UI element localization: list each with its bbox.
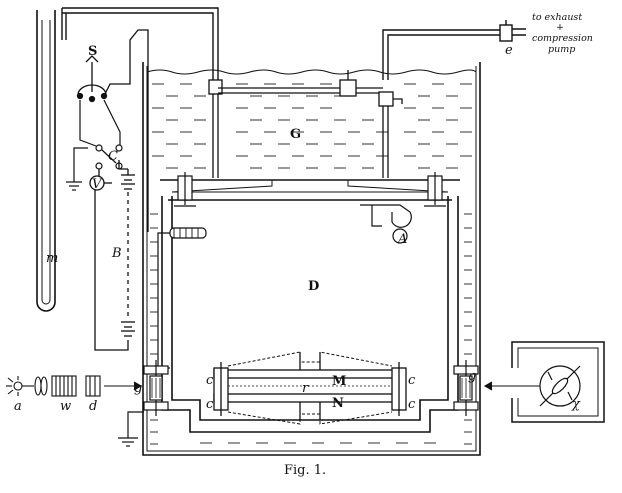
light-beam-arrow xyxy=(104,381,143,391)
label-c: C xyxy=(108,149,118,164)
window-right-g xyxy=(453,360,479,416)
manometer-pipe xyxy=(61,7,219,80)
outer-tank xyxy=(142,62,481,456)
label-d-diaphragm: d xyxy=(89,399,97,414)
switch-lead xyxy=(103,29,149,232)
pump-note-line-2: + xyxy=(556,22,564,33)
label-c-2: c xyxy=(206,397,214,412)
pump-note-line-4: pump xyxy=(548,44,575,55)
light-source-a xyxy=(6,376,34,396)
switch-s xyxy=(76,55,108,103)
label-c-1: c xyxy=(206,373,214,388)
valve-assembly xyxy=(218,70,403,178)
ground-symbol-upper xyxy=(66,147,88,191)
label-g: G xyxy=(290,127,301,142)
label-e: e xyxy=(505,43,513,58)
label-n-plate: N xyxy=(332,396,344,411)
radiation-source-housing xyxy=(511,341,605,423)
diaphragm-d xyxy=(85,375,101,397)
label-m: m xyxy=(46,251,58,266)
water-cell-w xyxy=(51,375,77,397)
label-s: S xyxy=(88,44,97,59)
label-a-drier: A xyxy=(397,232,407,247)
figure-caption: Fig. 1. xyxy=(284,463,326,478)
inner-vessel xyxy=(160,179,460,433)
label-g-left: g xyxy=(134,381,142,396)
label-g-right: g xyxy=(468,369,476,384)
manometer-tube xyxy=(36,10,56,312)
window-left-g xyxy=(143,360,169,416)
lid-clamps xyxy=(174,172,446,207)
ionization-chamber xyxy=(213,351,407,425)
pump-note: to exhaust + compression pump xyxy=(532,12,593,55)
radiation-arrow xyxy=(483,381,540,391)
ground-symbol-lower xyxy=(118,411,144,447)
pump-note-line-1: to exhaust xyxy=(532,12,582,23)
label-d: D xyxy=(308,279,319,294)
label-a-source: a xyxy=(14,399,22,414)
radiation-source-chi xyxy=(539,365,581,407)
lens xyxy=(34,376,48,396)
plate-lead xyxy=(157,232,170,369)
label-m-plate: M xyxy=(332,374,346,389)
side-insulator xyxy=(169,227,207,239)
label-c-3: c xyxy=(408,373,416,388)
label-c-4: c xyxy=(408,397,416,412)
inlet-pipe-left xyxy=(208,79,223,178)
label-chi: χ xyxy=(571,397,581,412)
pump-note-line-3: compression xyxy=(532,33,593,44)
water-hatching xyxy=(150,83,472,445)
label-v: V xyxy=(92,177,103,192)
label-b: B xyxy=(111,246,122,261)
drying-tube-a xyxy=(360,204,412,244)
water-surface xyxy=(146,69,477,75)
voltmeter-v xyxy=(89,169,112,191)
label-r: r xyxy=(302,381,309,396)
label-w: w xyxy=(60,399,71,414)
pump-pipe xyxy=(382,20,526,80)
battery-b xyxy=(94,160,135,351)
